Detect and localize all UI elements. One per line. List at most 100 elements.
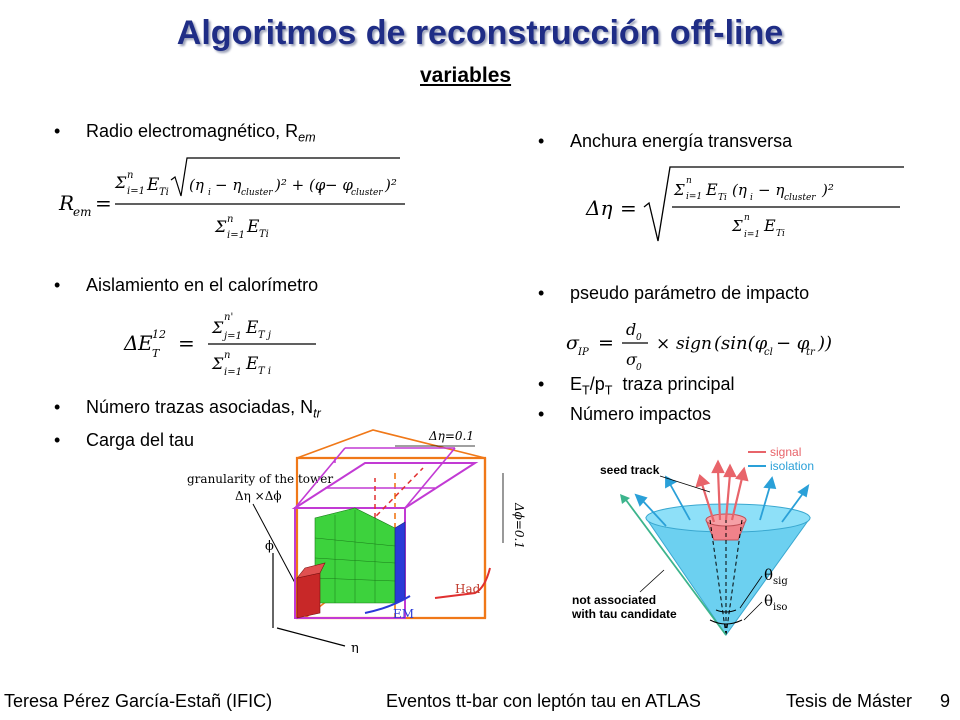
bullet-etpt: ET/pT traza principal — [538, 374, 734, 398]
deta-label: Δη=0.1 — [428, 429, 474, 443]
svg-text:i=1: i=1 — [224, 367, 242, 378]
legend-isolation: isolation — [770, 459, 814, 473]
svg-text:=: = — [95, 191, 112, 215]
svg-text:n: n — [224, 350, 230, 361]
svg-text:E: E — [245, 318, 259, 338]
svg-text:cluster: cluster — [241, 188, 273, 198]
equation-rem: R em = Σ n i=1 E Ti (η i − η cluster )² … — [58, 157, 405, 241]
svg-text:i: i — [750, 193, 753, 203]
svg-text:Ti: Ti — [718, 193, 727, 203]
svg-text:(η: (η — [189, 176, 204, 194]
svg-text:d: d — [626, 320, 636, 339]
not-associated-line2: with tau candidate — [571, 607, 677, 621]
theta-iso-label: θiso — [764, 592, 787, 613]
svg-text:12: 12 — [152, 328, 166, 341]
svg-text:− η: − η — [215, 176, 241, 194]
svg-text:=: = — [598, 332, 614, 354]
svg-text:E: E — [146, 175, 160, 195]
svg-text:R: R — [58, 191, 74, 215]
svg-text:cluster: cluster — [784, 193, 816, 203]
svg-text:Σ: Σ — [114, 173, 127, 192]
svg-text:Δ: Δ — [123, 331, 138, 355]
cone-figure: signal isolation seed track not associat… — [571, 445, 814, 636]
svg-text:E: E — [245, 354, 259, 374]
svg-text:σ: σ — [566, 332, 580, 354]
svg-text:IP: IP — [577, 347, 589, 358]
equation-sip: σ IP = d 0 σ 0 × sign (sin(φ cl − φ tr )… — [566, 320, 832, 373]
svg-text:=: = — [620, 196, 637, 220]
svg-text:Ti: Ti — [159, 187, 169, 198]
equation-deta: Δη = Σ n i=1 E Ti (η i − η cluster )² Σ … — [585, 166, 904, 242]
bullet-impact: pseudo parámetro de impacto — [538, 283, 809, 304]
svg-text:sign: sign — [676, 334, 712, 354]
phi-axis-label: ϕ — [265, 539, 274, 554]
svg-text:n: n — [686, 176, 692, 186]
svg-text:0: 0 — [636, 363, 642, 373]
svg-text:)² + (φ: )² + (φ — [274, 176, 326, 194]
svg-text:T: T — [152, 347, 161, 360]
svg-text:E: E — [763, 216, 776, 235]
svg-text:i=1: i=1 — [686, 192, 702, 202]
svg-text:Σ: Σ — [673, 181, 685, 199]
svg-text:tr: tr — [806, 347, 816, 358]
svg-text:(sin(φ: (sin(φ — [714, 333, 768, 354]
svg-text:Σ: Σ — [214, 217, 227, 236]
svg-text:E: E — [137, 331, 153, 355]
svg-text:n: n — [227, 214, 233, 225]
svg-text:T i: T i — [258, 366, 271, 377]
dphi-label: Δϕ=0.1 — [512, 502, 526, 549]
em-label: EM — [393, 607, 414, 621]
legend-signal: signal — [770, 445, 801, 459]
svg-text:j=1: j=1 — [222, 331, 242, 342]
svg-text:σ: σ — [626, 350, 638, 369]
theta-sig-label: θsig — [764, 566, 788, 587]
svg-text:n: n — [744, 213, 750, 223]
svg-text:n: n — [127, 170, 133, 181]
bullet-ntracks: Número trazas asociadas, Ntr — [54, 397, 321, 421]
not-associated-line1: not associated — [572, 593, 656, 607]
svg-text:Δη: Δη — [585, 196, 612, 220]
svg-text:em: em — [73, 205, 91, 219]
footer-author: Teresa Pérez García-Estañ (IFIC) — [4, 691, 273, 711]
svg-text:Σ: Σ — [211, 354, 224, 373]
svg-text:n': n' — [224, 312, 233, 323]
svg-text:− η: − η — [758, 181, 784, 199]
footer-page-number: 9 — [940, 691, 951, 711]
bullet-charge: Carga del tau — [54, 430, 194, 451]
svg-text:E: E — [246, 217, 260, 237]
bullet-width: Anchura energía transversa — [538, 131, 792, 152]
svg-text:i=1: i=1 — [127, 186, 145, 197]
seed-track-label: seed track — [600, 463, 660, 477]
svg-text:)²: )² — [384, 176, 397, 194]
svg-text:Ti: Ti — [776, 229, 785, 239]
svg-text:=: = — [178, 331, 195, 355]
svg-text:T j: T j — [258, 330, 271, 341]
svg-text:E: E — [705, 180, 718, 199]
svg-text:)): )) — [817, 333, 832, 354]
svg-text:Σ: Σ — [731, 217, 743, 235]
footer-talk: Eventos tt-bar con leptón tau en ATLAS — [386, 691, 701, 711]
svg-text:×: × — [656, 334, 670, 354]
equation-isolation: Δ E 12 T = Σ n' j=1 E T j Σ n i=1 E T i — [123, 312, 316, 378]
had-label: Had — [455, 582, 481, 596]
granularity-label: granularity of the tower — [187, 472, 333, 486]
svg-text:i=1: i=1 — [744, 230, 760, 240]
svg-text:i: i — [208, 188, 211, 198]
eta-axis-label: η — [351, 641, 359, 653]
svg-text:i: i — [319, 188, 322, 198]
svg-text:Ti: Ti — [259, 229, 269, 240]
svg-text:(η: (η — [732, 181, 747, 199]
bullet-nhits: Número impactos — [538, 404, 711, 425]
svg-text:− φ: − φ — [325, 176, 353, 194]
tower-figure: granularity of the tower Δη ×Δϕ ϕ η Δη=0… — [187, 429, 526, 653]
footer-venue: Tesis de Máster — [786, 691, 913, 711]
svg-text:0: 0 — [636, 333, 642, 343]
bullet-rem: Radio electromagnético, Rem — [54, 121, 316, 145]
deta-dphi-label: Δη ×Δϕ — [235, 489, 282, 503]
slide-subtitle: variables — [420, 64, 512, 87]
svg-text:cl: cl — [764, 347, 773, 358]
svg-text:)²: )² — [821, 181, 834, 199]
svg-text:− φ: − φ — [776, 333, 810, 354]
svg-text:cluster: cluster — [351, 188, 383, 198]
slide-title: Algoritmos de reconstrucción off-line — [176, 14, 784, 52]
